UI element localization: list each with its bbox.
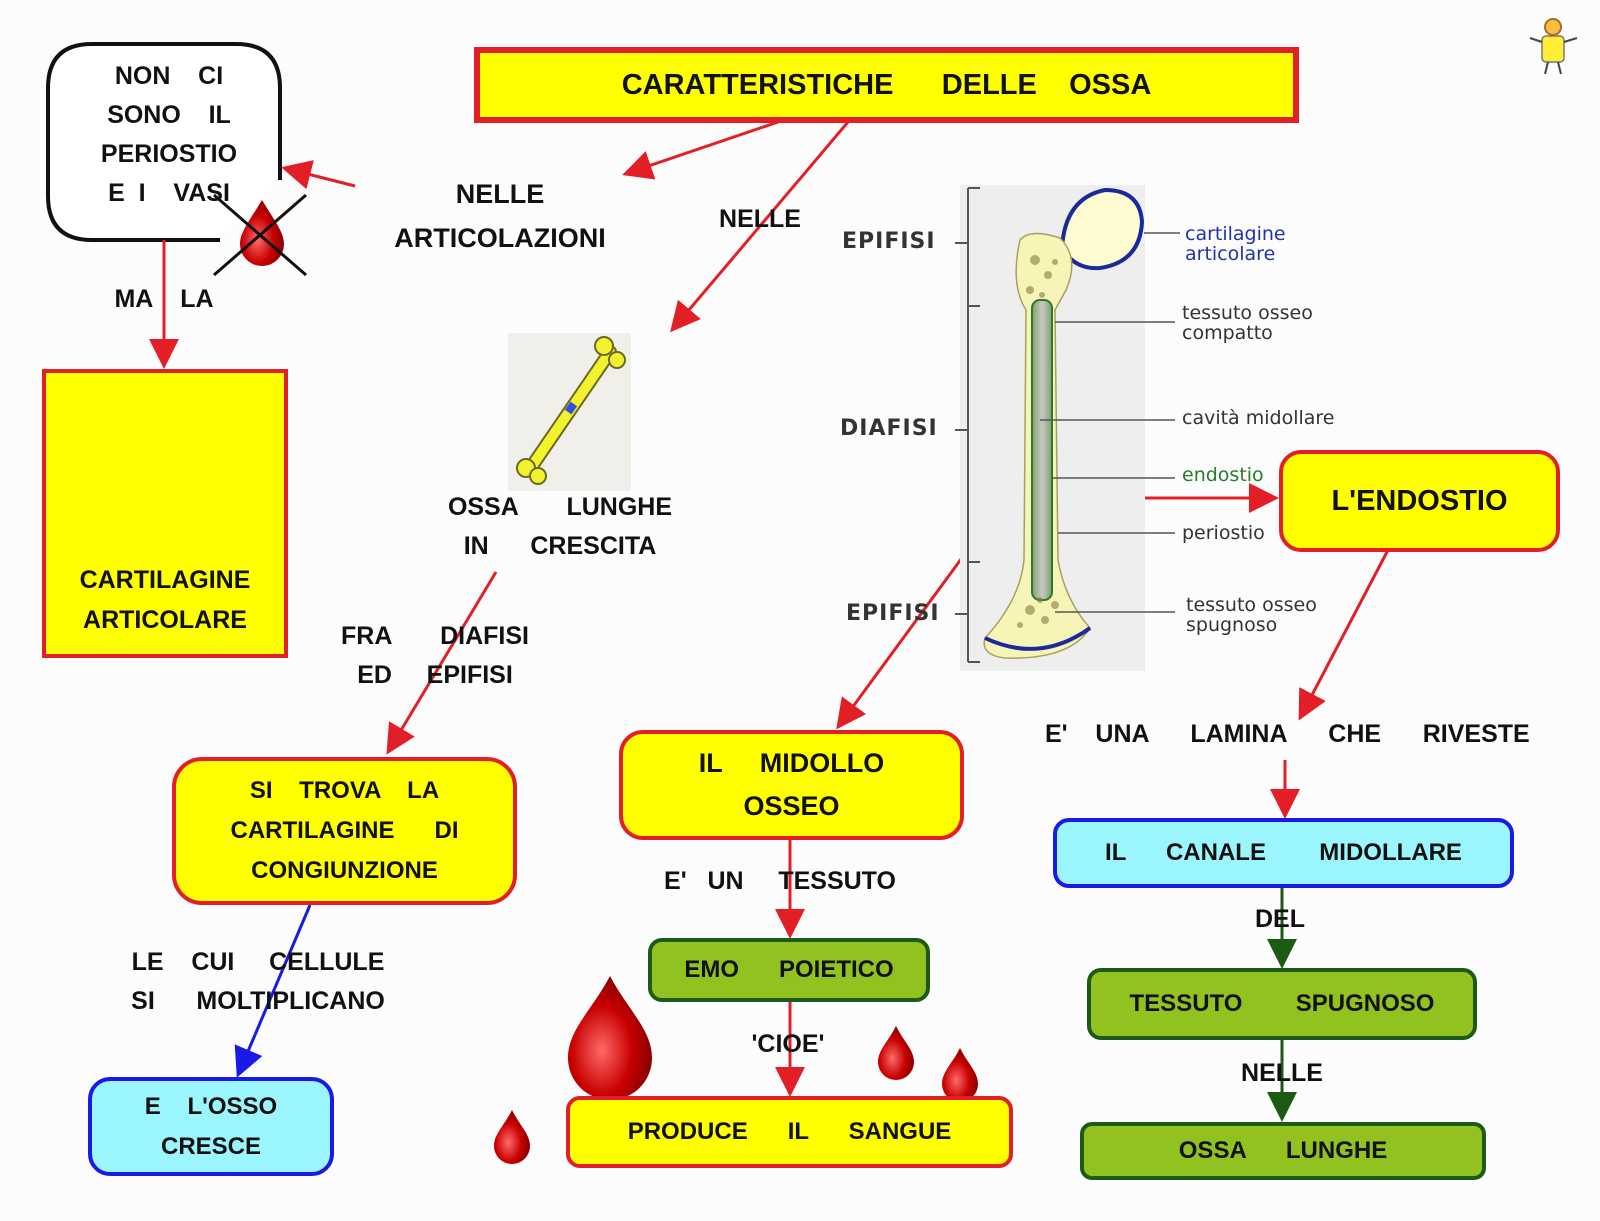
- medullary-cavity-annotation: cavità midollare: [1182, 407, 1335, 429]
- epiphysis-top-label: EPIFISI: [842, 229, 936, 254]
- blood-drop-icon: [878, 1026, 914, 1080]
- label-nelle-articolazioni: NELLE ARTICOLAZIONI: [394, 179, 606, 253]
- compact-bone-annotation: tessuto osseo compatto: [1182, 302, 1313, 344]
- endosteum-box: L'ENDOSTIO: [1279, 450, 1560, 552]
- long-bones-box: OSSA LUNGHE: [1080, 1122, 1486, 1180]
- label-fra-diafisi-ed-epifisi: FRA DIAFISI ED EPIFISI: [341, 622, 529, 689]
- bone-marrow-label: IL MIDOLLO OSSEO: [698, 748, 885, 821]
- no-periosteum-text: NON CI SONO IL PERIOSTIO E I VASI: [100, 62, 238, 207]
- growing-bone-image: [508, 333, 631, 491]
- diaphysis-label: DIAFISI: [840, 416, 938, 441]
- epiphysis-bottom-label: EPIFISI: [846, 601, 940, 626]
- blood-drops-decoration: [494, 976, 978, 1164]
- label-lamina-che-riveste: E' UNA LAMINA CHE RIVESTE: [1045, 720, 1530, 748]
- endosteum-label: L'ENDOSTIO: [1331, 484, 1508, 517]
- produces-blood-label: PRODUCE IL SANGUE: [627, 1118, 952, 1145]
- hematopoietic-label: EMO POIETICO: [684, 956, 894, 983]
- blood-drop-icon: [942, 1048, 978, 1102]
- page-title: CARATTERISTICHE DELLE OSSA: [621, 68, 1152, 101]
- label-nelle: NELLE: [719, 205, 801, 233]
- medullary-canal-box: IL CANALE MIDOLLARE: [1053, 818, 1514, 888]
- blood-drop-icon: [494, 1110, 530, 1164]
- no-periosteum-box-outline: [46, 42, 282, 242]
- label-del: DEL: [1255, 905, 1305, 933]
- conjunction-cartilage-label: SI TROVA LA CARTILAGINE DI CONGIUNZIONE: [230, 777, 459, 884]
- crossed-blood-drop-icon: [213, 193, 307, 277]
- label-cioe: 'CIOE': [751, 1030, 825, 1058]
- articular-cartilage-label: CARTILAGINE ARTICOLARE: [79, 566, 251, 634]
- label-nelle-2: NELLE: [1241, 1059, 1323, 1087]
- articular-cartilage-annotation: cartilagine articolare: [1185, 223, 1286, 265]
- articular-cartilage-box: CARTILAGINE ARTICOLARE: [42, 369, 288, 658]
- label-e-un-tessuto: E' UN TESSUTO: [664, 867, 896, 895]
- hematopoietic-box: EMO POIETICO: [648, 938, 930, 1002]
- mascot-icon: [1529, 18, 1578, 75]
- spongy-bone-annotation: tessuto osseo spugnoso: [1186, 594, 1317, 636]
- bone-grows-label: E L'OSSO CRESCE: [144, 1092, 278, 1160]
- blood-drop-icon: [568, 976, 652, 1100]
- spongy-tissue-box: TESSUTO SPUGNOSO: [1087, 968, 1477, 1040]
- conjunction-cartilage-box: SI TROVA LA CARTILAGINE DI CONGIUNZIONE: [172, 757, 517, 905]
- long-bones-label: OSSA LUNGHE: [1178, 1137, 1388, 1164]
- title-box: CARATTERISTICHE DELLE OSSA: [474, 47, 1299, 123]
- endosteum-annotation: endostio: [1182, 464, 1264, 486]
- label-ossa-lunghe-in-crescita: OSSA LUNGHE IN CRESCITA: [447, 493, 673, 560]
- bone-marrow-box: IL MIDOLLO OSSEO: [619, 730, 964, 840]
- label-ma-la: MA LA: [114, 285, 214, 313]
- label-le-cui-cellule: LE CUI CELLULE SI MOLTIPLICANO: [131, 948, 385, 1015]
- produces-blood-box: PRODUCE IL SANGUE: [566, 1096, 1013, 1168]
- bone-anatomy-diagram: [955, 185, 1180, 671]
- spongy-tissue-label: TESSUTO SPUGNOSO: [1129, 990, 1435, 1017]
- medullary-canal-label: IL CANALE MIDOLLARE: [1105, 839, 1462, 866]
- bone-grows-box: E L'OSSO CRESCE: [88, 1077, 334, 1176]
- periosteum-annotation: periostio: [1182, 522, 1265, 544]
